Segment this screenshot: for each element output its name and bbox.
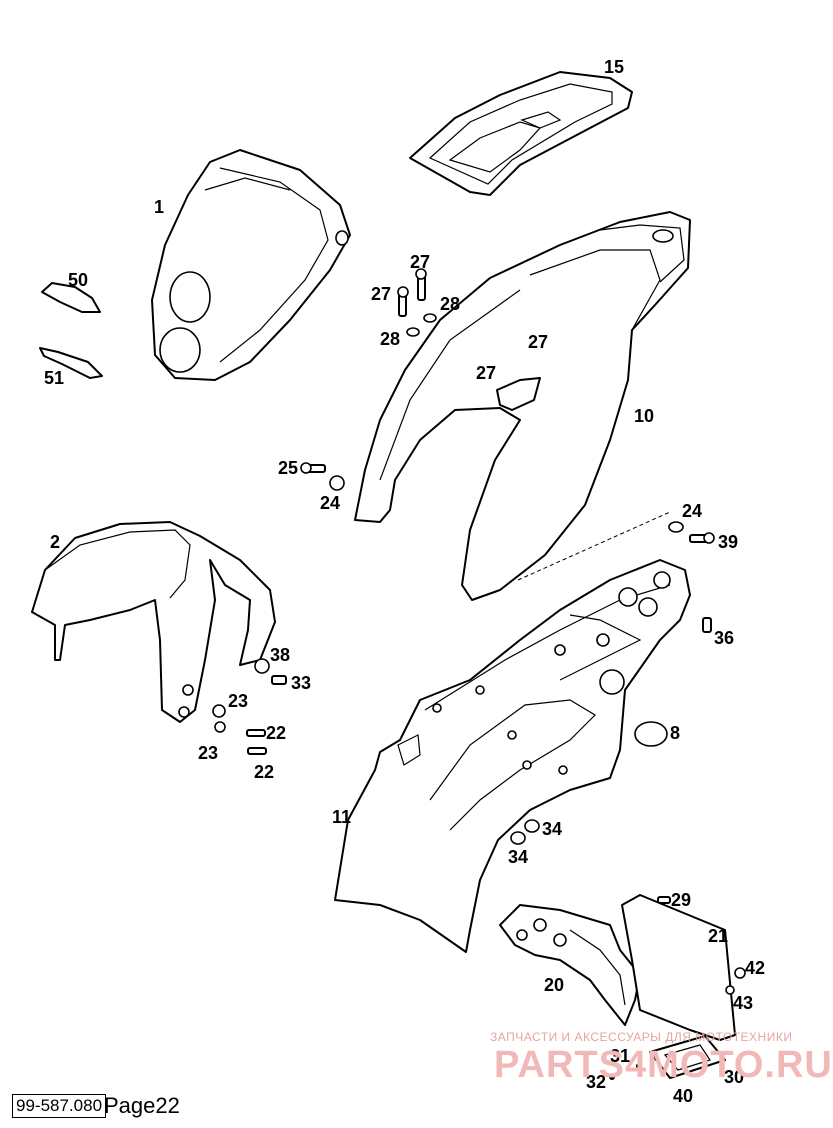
callout-27: 27: [476, 363, 497, 383]
callout-22: 22: [266, 723, 287, 743]
callout-11: 11: [332, 807, 352, 827]
watermark-logo: PARTS4MOTO.RU: [494, 1044, 833, 1086]
callout-38: 38: [270, 645, 291, 665]
callout-31: 31: [610, 1046, 631, 1066]
part-34-nut-a: [524, 819, 540, 833]
callout-28: 28: [440, 294, 461, 314]
callout-34: 34: [542, 819, 563, 839]
callout-24: 24: [320, 493, 341, 513]
callout-29: 29: [671, 890, 692, 910]
part-10-side-cover: [354, 211, 691, 601]
callout-51: 51: [44, 368, 65, 388]
callout-42: 42: [745, 958, 766, 978]
callout-50: 50: [68, 270, 89, 290]
callout-33: 33: [291, 673, 312, 693]
callout-22: 22: [254, 762, 275, 782]
callout-30: 30: [724, 1067, 745, 1087]
callout-10: 10: [634, 406, 655, 426]
callout-32: 32: [586, 1072, 607, 1092]
part-43-washer: [725, 985, 735, 995]
callout-40: 40: [673, 1086, 694, 1106]
callout-39: 39: [718, 532, 739, 552]
part-34-nut-b: [510, 831, 526, 845]
callout-8: 8: [670, 723, 681, 743]
part-42-nut: [734, 967, 746, 979]
callout-23: 23: [198, 743, 219, 763]
part-15-seat-pad: [409, 71, 633, 196]
part-11-rear-fender: [334, 559, 691, 953]
part-8-grommet: [634, 721, 668, 747]
part-1-headlight-mask: [151, 149, 351, 381]
callout-1: 1: [154, 197, 165, 217]
callout-43: 43: [733, 993, 754, 1013]
part-2-front-fender: [31, 521, 276, 723]
callout-27: 27: [528, 332, 549, 352]
callout-24: 24: [682, 501, 703, 521]
part-36-bolt: [702, 617, 712, 633]
part-51-strip: [39, 347, 103, 379]
part-20-bracket: [499, 904, 641, 1026]
part-29-screw: [657, 896, 671, 904]
fasteners-24-25: [300, 462, 715, 544]
callout-23: 23: [228, 691, 249, 711]
callout-15: 15: [604, 57, 625, 77]
watermark-subtitle: ЗАПЧАСТИ И АКСЕССУАРЫ ДЛЯ МОТОТЕХНИКИ: [490, 1030, 793, 1044]
callout-27: 27: [371, 284, 392, 304]
callout-34: 34: [508, 847, 529, 867]
callout-21: 21: [708, 926, 729, 946]
part-40-plate-light: [609, 1035, 726, 1080]
document-code: 99-587.080: [12, 1094, 107, 1118]
exploded-parts-diagram: [31, 71, 746, 1080]
page-number: Page22: [104, 1093, 180, 1118]
callout-28: 28: [380, 329, 401, 349]
part-21-plate: [621, 894, 736, 1041]
callout-36: 36: [714, 628, 735, 648]
callout-27: 27: [410, 252, 431, 272]
callout-25: 25: [278, 458, 299, 478]
part-50-pad: [41, 282, 101, 313]
callout-2: 2: [50, 532, 61, 552]
fasteners-22-23-33-38: [212, 658, 287, 755]
callout-20: 20: [544, 975, 565, 995]
